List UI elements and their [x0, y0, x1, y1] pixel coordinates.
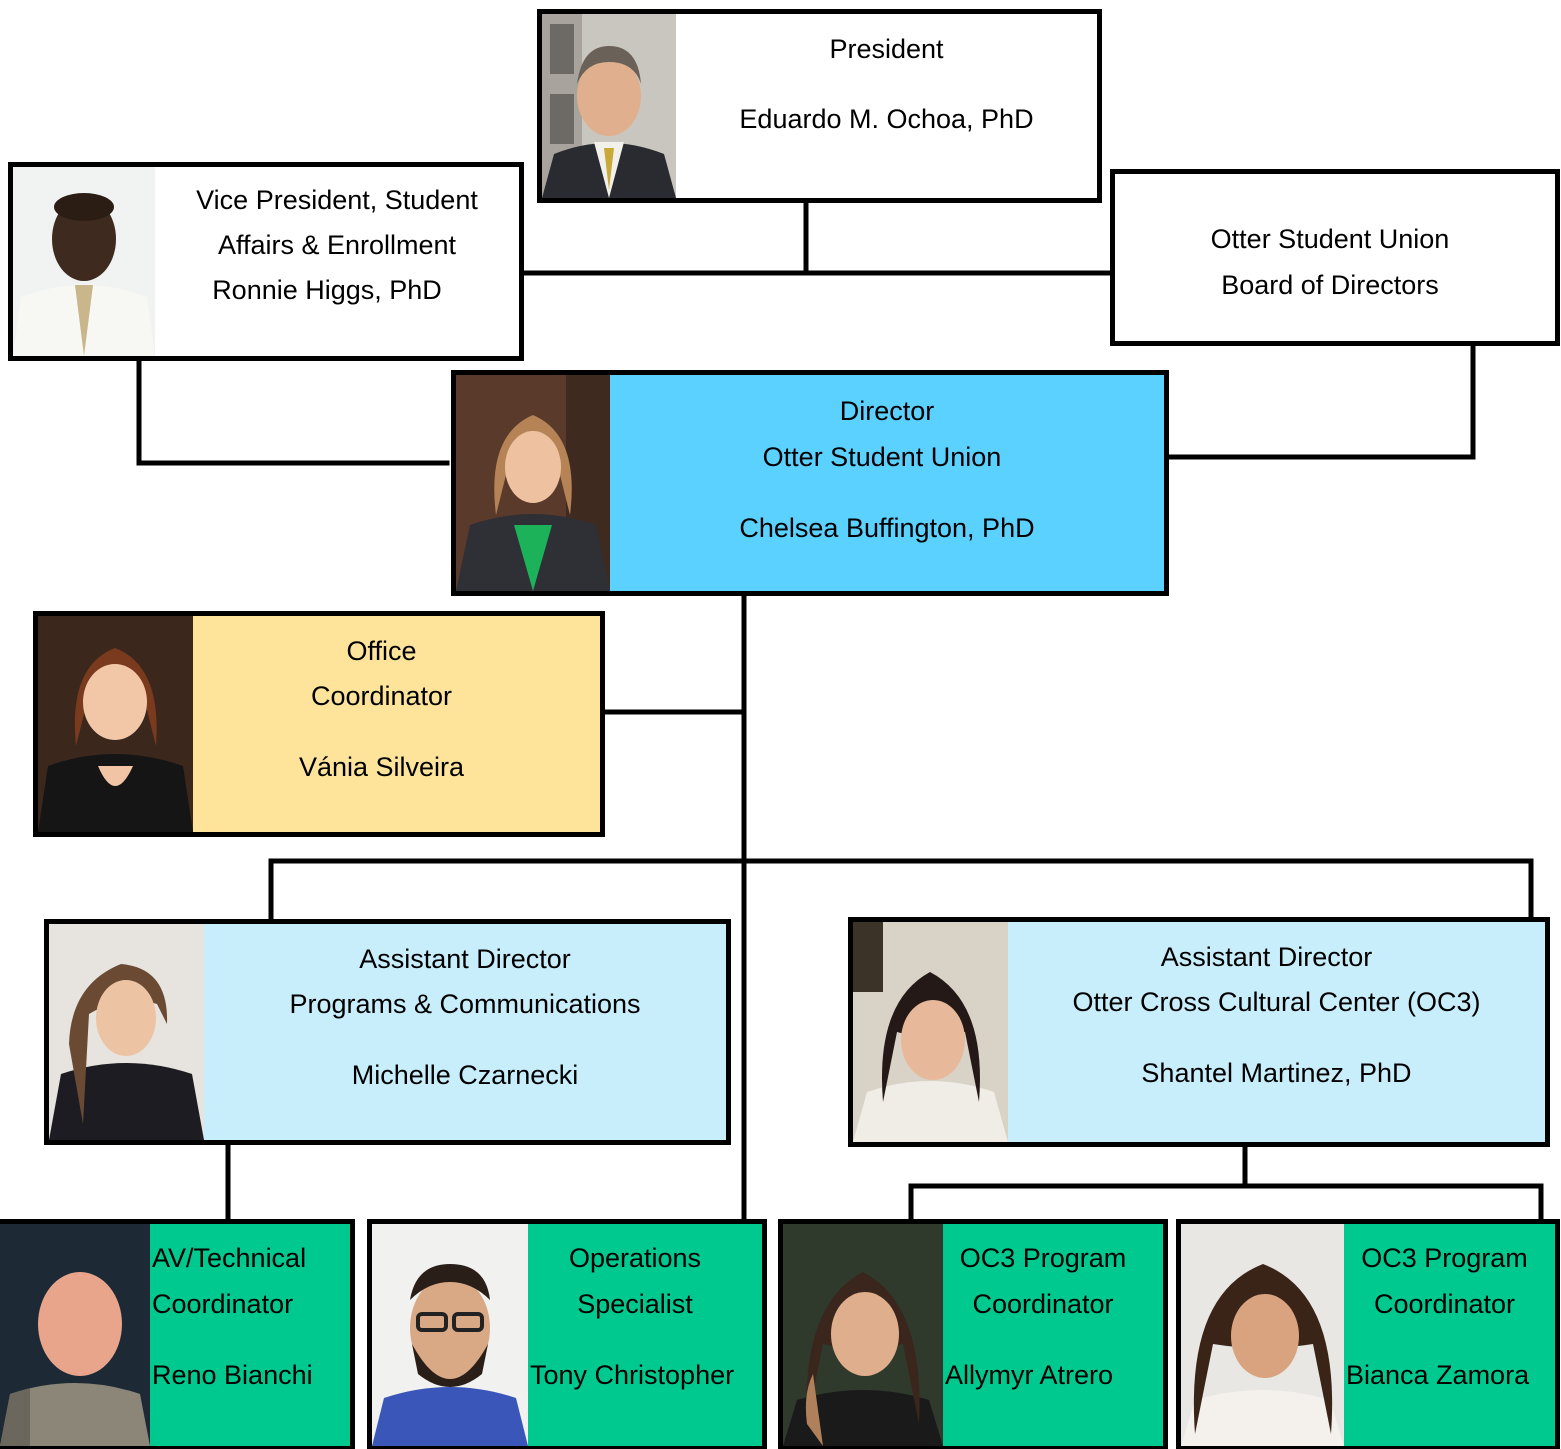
- connector-board-director: [1164, 342, 1476, 460]
- office-coordinator-name: Vánia Silveira: [298, 752, 465, 782]
- vice-president-title-line2: Affairs & Enrollment: [217, 230, 457, 260]
- person-icon: [49, 924, 204, 1140]
- staff-oc3-1-title-line2: Coordinator: [972, 1289, 1114, 1319]
- president-name: Eduardo M. Ochoa, PhD: [739, 104, 1034, 134]
- connector-assistants-bar: [268, 858, 1534, 922]
- assistant-programs-name: Michelle Czarnecki: [351, 1060, 579, 1090]
- office-coordinator-title-line1: Office: [346, 636, 417, 666]
- person-icon: [542, 14, 676, 198]
- person-icon: [0, 1224, 150, 1446]
- assistant-programs-photo: [49, 924, 204, 1140]
- staff-operations-name: Tony Christopher: [530, 1360, 735, 1390]
- assistant-oc3-name: Shantel Martinez, PhD: [1141, 1058, 1412, 1088]
- staff-photo-oc3-2: [1181, 1224, 1344, 1446]
- staff-box-av: AV/Technical Coordinator Reno Bianchi: [0, 1219, 355, 1449]
- board-line2: Board of Directors: [1221, 270, 1439, 300]
- staff-operations-title-line2: Specialist: [577, 1289, 693, 1319]
- person-icon: [372, 1224, 528, 1446]
- staff-oc3-2-name: Bianca Zamora: [1346, 1360, 1530, 1390]
- assistant-oc3-box: Assistant Director Otter Cross Cultural …: [848, 917, 1550, 1147]
- staff-av-title-line2: Coordinator: [152, 1289, 294, 1319]
- vice-president-photo: [13, 167, 155, 356]
- assistant-oc3-unit: Otter Cross Cultural Center (OC3): [1072, 987, 1481, 1017]
- person-icon: [1181, 1224, 1344, 1446]
- assistant-programs-box: Assistant Director Programs & Communicat…: [44, 919, 731, 1145]
- assistant-oc3-photo: [853, 922, 1008, 1142]
- staff-oc3-2-title-line1: OC3 Program: [1361, 1243, 1528, 1273]
- office-coordinator-title-line2: Coordinator: [310, 681, 453, 711]
- person-icon: [783, 1224, 943, 1446]
- person-icon: [853, 922, 1008, 1142]
- connector-vp-director: [136, 357, 450, 466]
- president-photo: [542, 14, 676, 198]
- vice-president-title-line1: Vice President, Student: [196, 185, 478, 215]
- office-coordinator-photo: [38, 616, 193, 832]
- director-name: Chelsea Buffington, PhD: [739, 513, 1035, 543]
- staff-photo-oc3-1: [783, 1224, 943, 1446]
- president-box: President Eduardo M. Ochoa, PhD: [537, 9, 1102, 203]
- staff-box-oc3-1: OC3 Program Coordinator Allymyr Atrero: [778, 1219, 1168, 1449]
- staff-photo-operations: [372, 1224, 528, 1446]
- staff-oc3-1-title-line1: OC3 Program: [959, 1243, 1127, 1273]
- staff-av-name: Reno Bianchi: [152, 1360, 313, 1390]
- director-unit: Otter Student Union: [762, 442, 1002, 472]
- staff-box-oc3-2: OC3 Program Coordinator Bianca Zamora: [1176, 1219, 1560, 1449]
- director-title: Director: [839, 396, 935, 426]
- director-box: Director Otter Student Union Chelsea Buf…: [451, 370, 1169, 596]
- staff-operations-title-line1: Operations: [568, 1243, 702, 1273]
- assistant-programs-title: Assistant Director: [359, 944, 571, 974]
- person-icon: [456, 375, 610, 591]
- president-title: President: [829, 34, 944, 64]
- assistant-programs-unit: Programs & Communications: [289, 989, 641, 1019]
- staff-oc3-1-name: Allymyr Atrero: [945, 1360, 1114, 1390]
- vice-president-name: Ronnie Higgs, PhD: [212, 275, 442, 305]
- staff-av-title-line1: AV/Technical: [152, 1243, 307, 1273]
- board-box: Otter Student Union Board of Directors: [1110, 169, 1560, 346]
- person-icon: [38, 616, 193, 832]
- vice-president-box: Vice President, Student Affairs & Enroll…: [8, 162, 524, 361]
- office-coordinator-box: Office Coordinator Vánia Silveira: [33, 611, 605, 837]
- connector-oc3-coordinators: [908, 1183, 1544, 1223]
- staff-photo-av: [0, 1224, 150, 1446]
- staff-box-operations: Operations Specialist Tony Christopher: [367, 1219, 767, 1449]
- staff-oc3-2-title-line2: Coordinator: [1373, 1289, 1516, 1319]
- board-line1: Otter Student Union: [1210, 224, 1450, 254]
- assistant-oc3-title: Assistant Director: [1160, 942, 1373, 972]
- person-icon: [13, 167, 155, 356]
- director-photo: [456, 375, 610, 591]
